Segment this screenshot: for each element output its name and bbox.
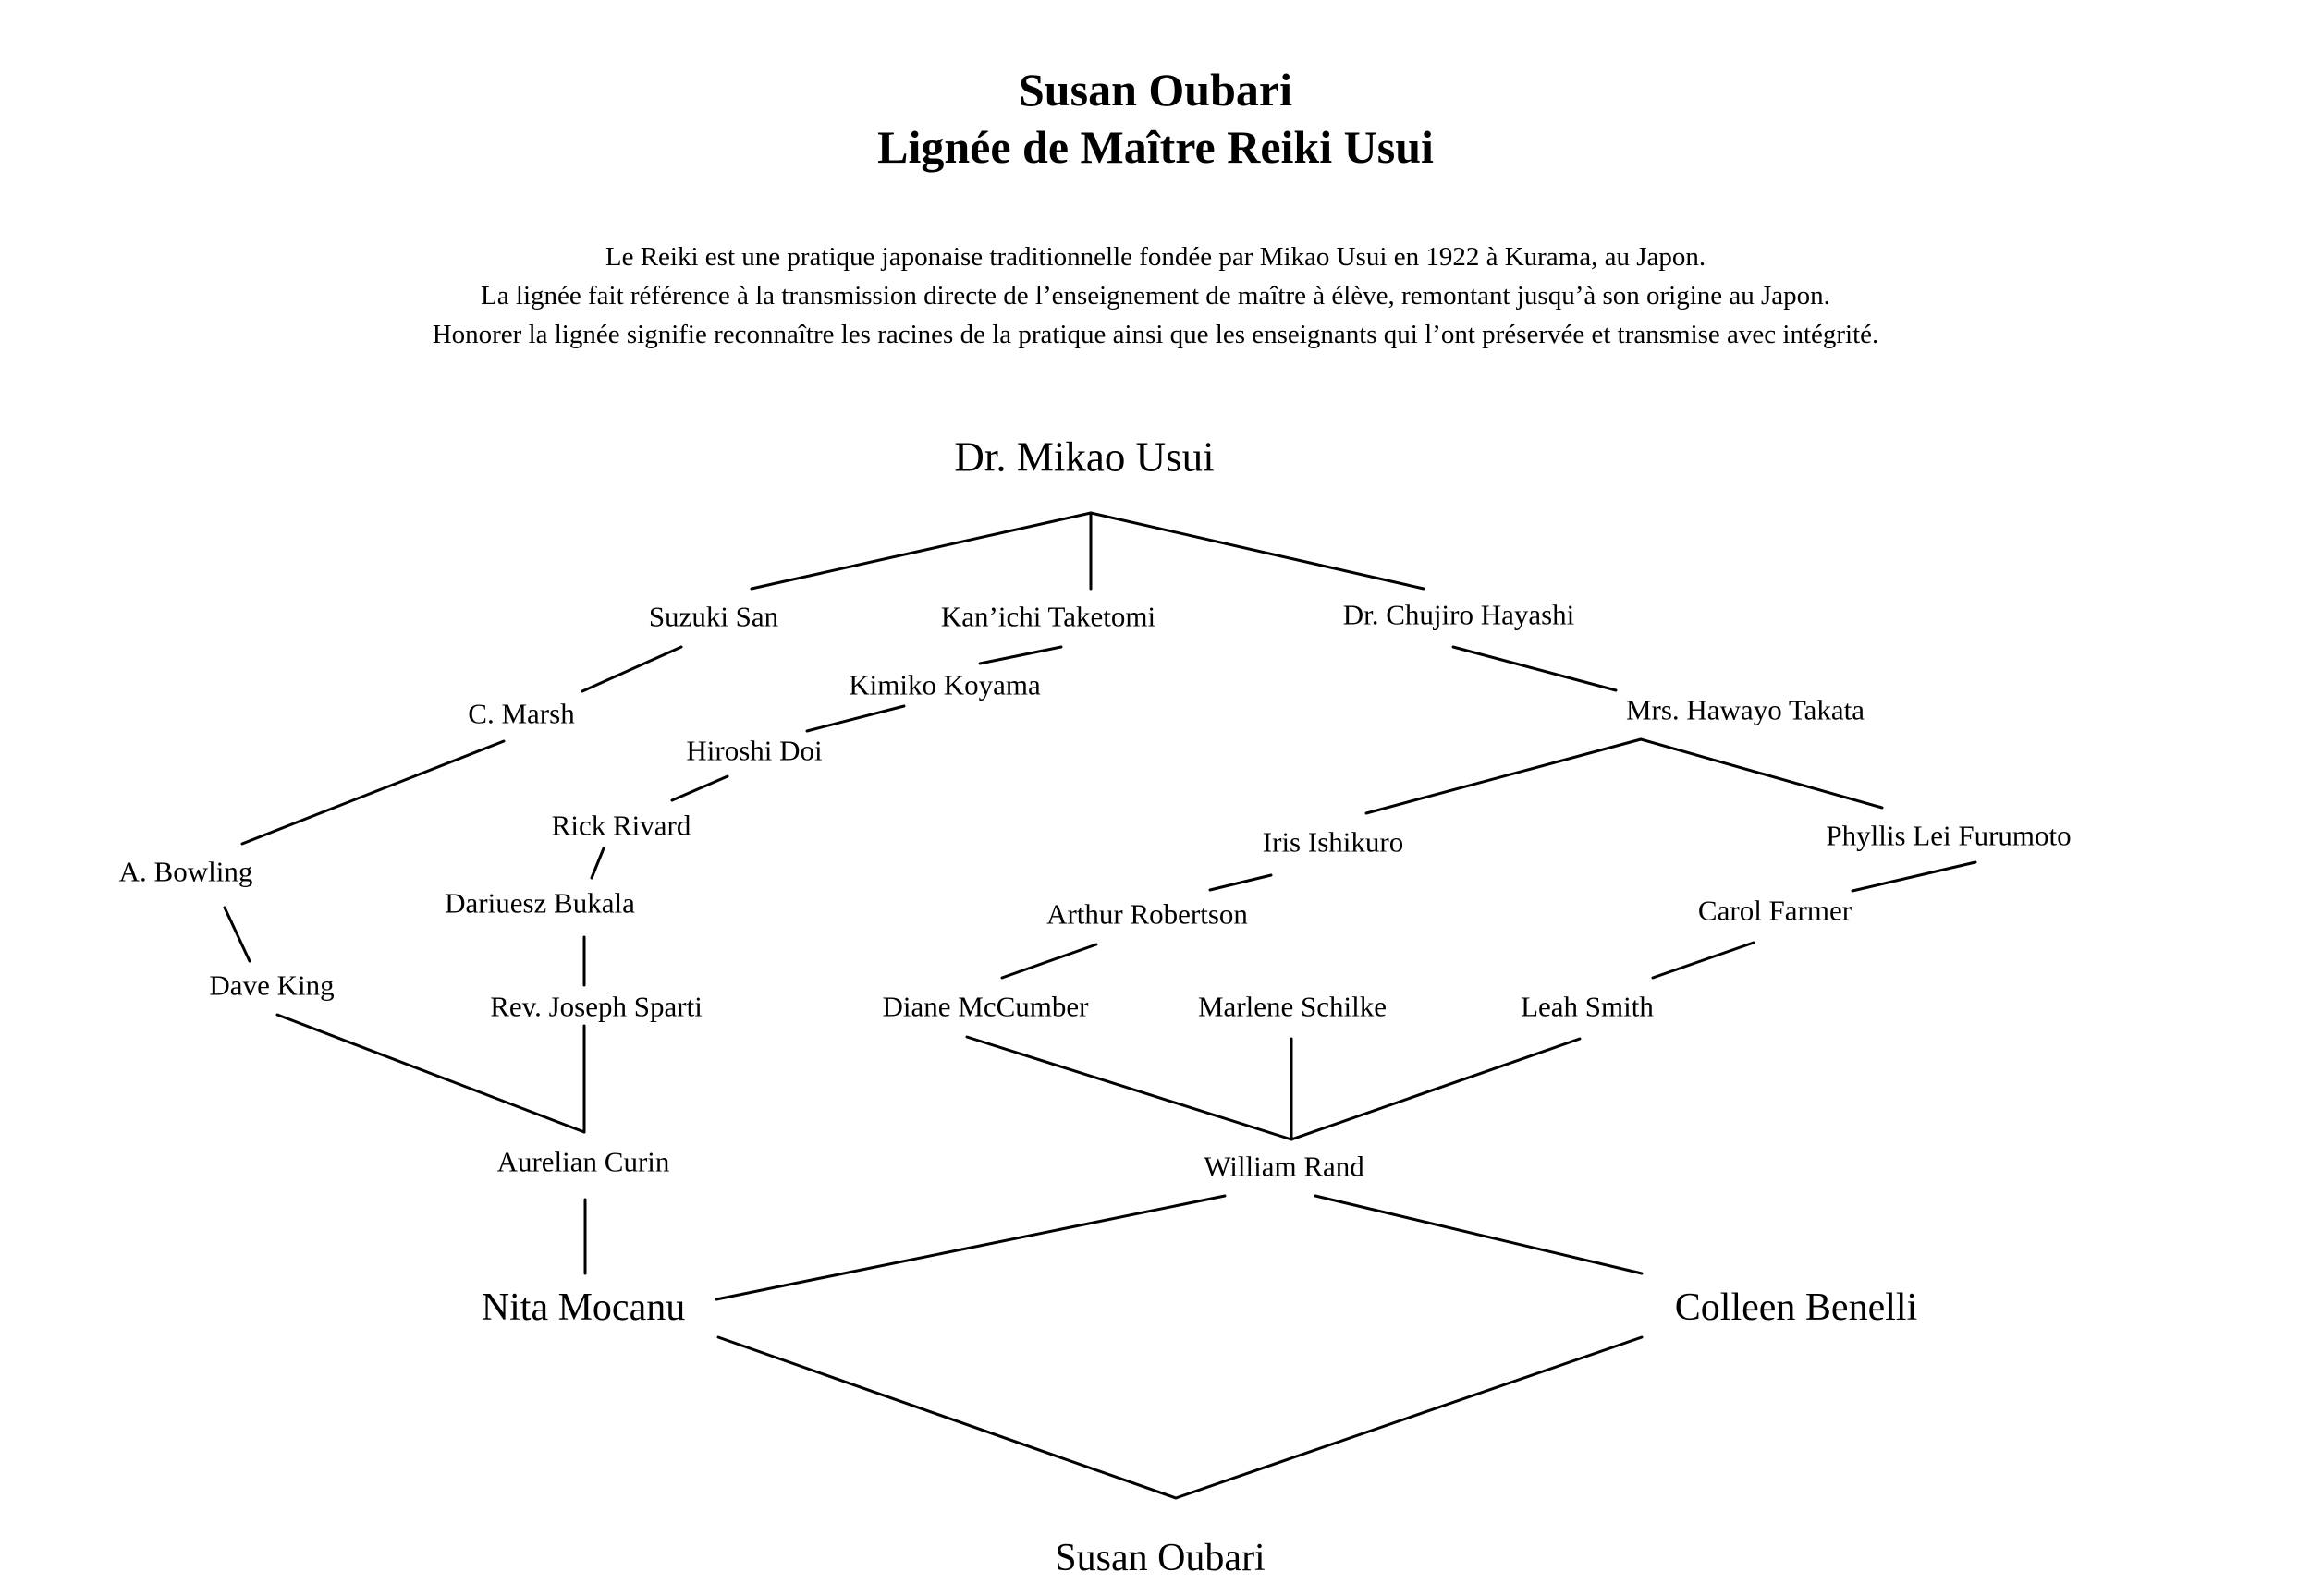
link-farmer-smith xyxy=(1651,941,1755,980)
node-mikao-usui: Dr. Mikao Usui xyxy=(954,433,1215,481)
link-robertson-mccumber xyxy=(1000,943,1098,980)
link-rand-benelli xyxy=(1314,1194,1644,1275)
link-smith-rand xyxy=(1290,1037,1582,1141)
node-arthur-robertson: Arthur Robertson xyxy=(1046,897,1248,931)
node-iris-ishikuro: Iris Ishikuro xyxy=(1262,825,1404,859)
page-title: Susan Oubari xyxy=(1019,64,1292,116)
node-colleen-benelli: Colleen Benelli xyxy=(1674,1286,1918,1329)
page-subtitle: Lignée de Maître Reiki Usui xyxy=(877,121,1434,173)
link-mccumber-rand xyxy=(965,1035,1293,1141)
link-takata-furumoto xyxy=(1639,737,1884,810)
link-mocanu-oubari xyxy=(716,1335,1178,1500)
node-dave-king: Dave King xyxy=(209,969,335,1002)
node-rick-rivard: Rick Rivard xyxy=(551,809,691,842)
link-benelli-oubari xyxy=(1174,1335,1644,1500)
node-dariuesz-bukala: Dariuesz Bukala xyxy=(445,886,635,920)
node-phyllis-lei-furumoto: Phyllis Lei Furumoto xyxy=(1826,819,2072,852)
link-bowling-king xyxy=(223,906,251,963)
node-marlene-schilke: Marlene Schilke xyxy=(1197,990,1388,1023)
link-taketomi-koyama xyxy=(978,645,1063,665)
intro-text: Le Reiki est une pratique japonaise trad… xyxy=(0,238,2311,354)
link-usui-hayashi xyxy=(1089,511,1425,591)
node-kanichi-taketomi: Kan’ichi Taketomi xyxy=(940,600,1156,633)
node-william-rand: William Rand xyxy=(1204,1150,1364,1183)
node-susan-oubari: Susan Oubari xyxy=(1055,1537,1266,1579)
node-kimiko-koyama: Kimiko Koyama xyxy=(849,668,1041,701)
node-nita-mocanu: Nita Mocanu xyxy=(481,1286,686,1329)
link-suzuki-marsh xyxy=(581,645,683,693)
link-koyama-doi xyxy=(805,704,906,733)
node-suzuki-san: Suzuki San xyxy=(648,600,779,633)
node-chujiro-hayashi: Dr. Chujiro Hayashi xyxy=(1342,598,1575,631)
link-ishikuro-robertson xyxy=(1208,873,1273,892)
link-furumoto-farmer xyxy=(1851,860,1977,893)
node-aurelian-curin: Aurelian Curin xyxy=(496,1145,670,1178)
link-king-curin xyxy=(275,1013,586,1134)
node-leah-smith: Leah Smith xyxy=(1521,990,1654,1023)
node-hiroshi-doi: Hiroshi Doi xyxy=(686,734,823,767)
link-hayashi-takata xyxy=(1451,645,1618,692)
node-c-marsh: C. Marsh xyxy=(468,697,575,730)
link-rand-mocanu xyxy=(715,1194,1227,1301)
intro-line-3: Honorer la lignée signifie reconnaître l… xyxy=(432,320,1879,349)
node-hawayo-takata: Mrs. Hawayo Takata xyxy=(1625,693,1865,726)
link-marsh-bowling xyxy=(240,739,506,846)
intro-line-1: Le Reiki est une pratique japonaise trad… xyxy=(605,242,1706,272)
node-joseph-sparti: Rev. Joseph Sparti xyxy=(490,990,703,1023)
link-rivard-bukala xyxy=(590,847,605,880)
node-carol-farmer: Carol Farmer xyxy=(1697,894,1852,927)
node-a-bowling: A. Bowling xyxy=(118,855,253,888)
link-takata-ishikuro xyxy=(1364,737,1643,815)
link-usui-suzuki xyxy=(750,511,1093,591)
link-doi-rivard xyxy=(670,774,729,802)
intro-line-2: La lignée fait référence à la transmissi… xyxy=(481,281,1830,311)
node-diane-mccumber: Diane McCumber xyxy=(882,990,1089,1023)
